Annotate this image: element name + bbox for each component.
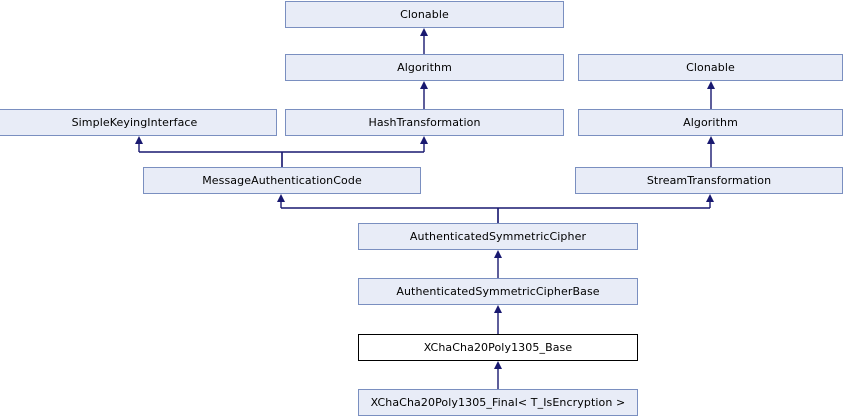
class-node-label: SimpleKeyingInterface <box>71 116 198 129</box>
class-node-stream-transformation[interactable]: StreamTransformation <box>575 167 843 194</box>
class-node-label: MessageAuthenticationCode <box>202 174 362 187</box>
class-node-label: XChaCha20Poly1305_Base <box>423 341 573 354</box>
class-node-label: StreamTransformation <box>646 174 772 187</box>
class-node-authenticated-symmetric-cipher[interactable]: AuthenticatedSymmetricCipher <box>358 223 638 250</box>
class-node-label: AuthenticatedSymmetricCipherBase <box>396 285 600 298</box>
class-node-clonable-top[interactable]: Clonable <box>285 1 564 28</box>
class-node-label: HashTransformation <box>368 116 481 129</box>
class-node-clonable-right[interactable]: Clonable <box>578 54 843 81</box>
class-node-label: XChaCha20Poly1305_Final< T_IsEncryption … <box>370 396 626 409</box>
class-node-label: Algorithm <box>397 61 452 74</box>
class-node-xchacha20poly1305-base[interactable]: XChaCha20Poly1305_Base <box>358 334 638 361</box>
class-node-algorithm-right[interactable]: Algorithm <box>578 109 843 136</box>
class-node-xchacha20poly1305-final[interactable]: XChaCha20Poly1305_Final< T_IsEncryption … <box>358 389 638 416</box>
class-node-simple-keying-interface[interactable]: SimpleKeyingInterface <box>0 109 277 136</box>
class-node-algorithm-left[interactable]: Algorithm <box>285 54 564 81</box>
class-node-label: AuthenticatedSymmetricCipher <box>409 230 587 243</box>
class-node-label: Algorithm <box>683 116 738 129</box>
class-node-label: Clonable <box>400 8 449 21</box>
class-node-authenticated-symmetric-cipher-base[interactable]: AuthenticatedSymmetricCipherBase <box>358 278 638 305</box>
class-node-message-authentication-code[interactable]: MessageAuthenticationCode <box>143 167 421 194</box>
class-node-hash-transformation[interactable]: HashTransformation <box>285 109 564 136</box>
class-node-label: Clonable <box>686 61 735 74</box>
